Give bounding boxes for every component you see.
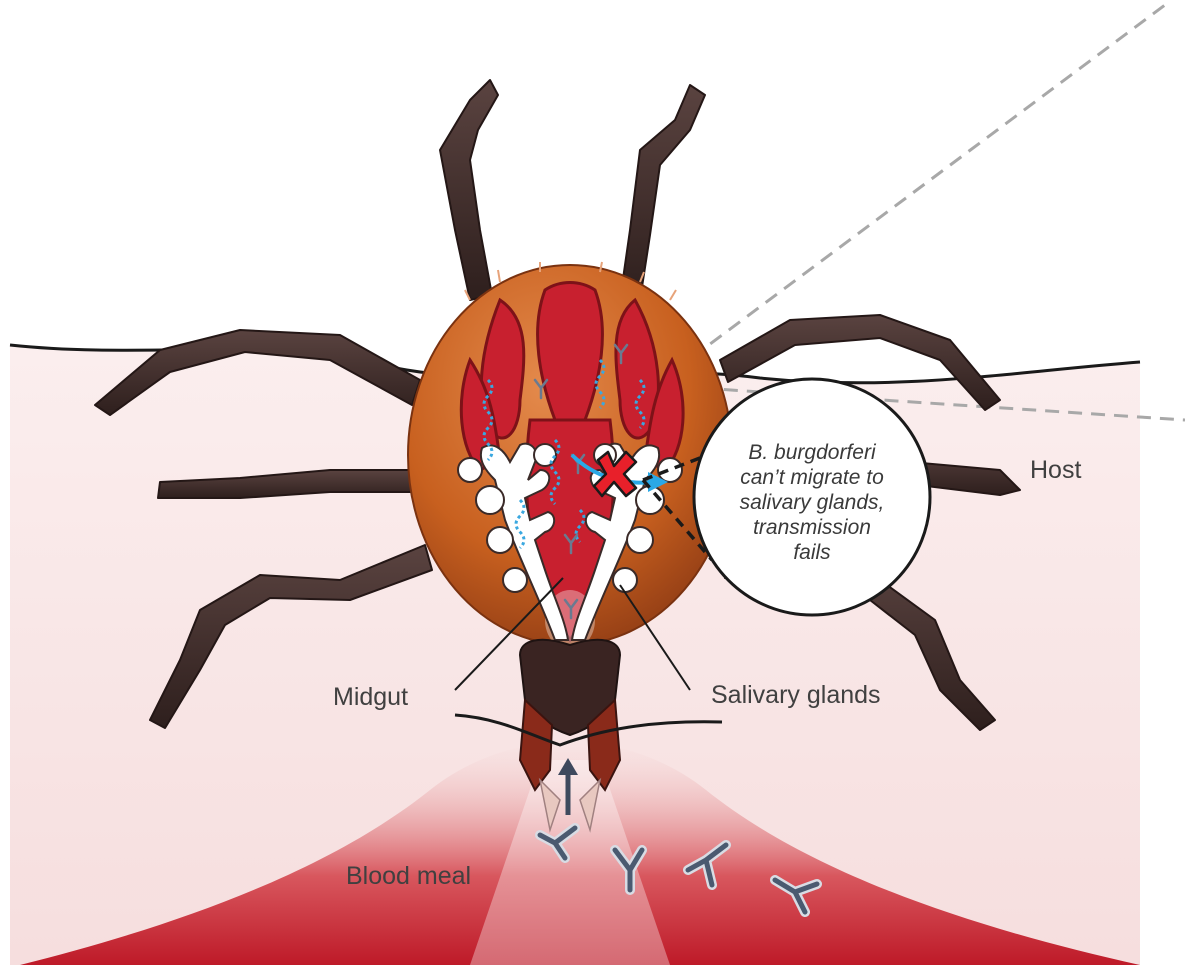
callout-line: B. burgdorferi [712, 440, 912, 465]
callout-text: B. burgdorferi can’t migrate to salivary… [712, 440, 912, 565]
callout-line: transmission [712, 515, 912, 540]
salivary-glands-label: Salivary glands [711, 681, 881, 710]
callout-line: salivary glands, [712, 490, 912, 515]
host-label: Host [1030, 456, 1081, 485]
blood-meal-label: Blood meal [346, 862, 471, 891]
callout-line: fails [712, 540, 912, 565]
midgut-label: Midgut [333, 683, 408, 712]
callout-line: can’t migrate to [712, 465, 912, 490]
